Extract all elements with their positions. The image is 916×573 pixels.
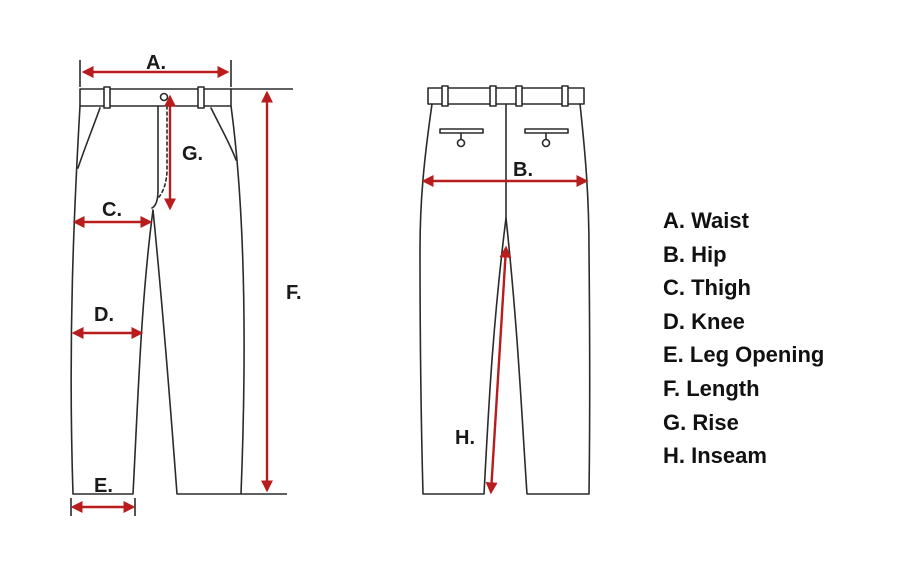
legend-item-rise: G. Rise: [663, 409, 739, 435]
front-pants-drawing: [70, 86, 245, 495]
back-pocket-button: [456, 138, 466, 148]
legend-item-knee: D. Knee: [663, 308, 745, 334]
belt-loop: [489, 85, 497, 107]
front-fly: [151, 105, 159, 209]
legend-item-hip: B. Hip: [663, 241, 727, 267]
hip-label: B.: [513, 159, 533, 181]
back-pocket-button: [541, 138, 551, 148]
front-left-pocket: [77, 107, 101, 169]
legend-item-thigh: C. Thigh: [663, 275, 751, 301]
belt-loop: [515, 85, 523, 107]
length-label: F.: [286, 282, 302, 304]
measurement-legend: A. Waist B. Hip C. Thigh D. Knee E. Leg …: [663, 204, 824, 473]
inseam-label: H.: [455, 427, 475, 449]
belt-loop: [441, 85, 449, 107]
belt-loop: [197, 86, 205, 109]
front-fly-stitch: [158, 105, 168, 198]
front-legs-outline: [70, 105, 245, 495]
knee-label: D.: [94, 304, 114, 326]
belt-loop: [561, 85, 569, 107]
front-waistband: [79, 88, 232, 107]
inseam-arrow: [485, 245, 512, 495]
belt-loop: [103, 86, 111, 109]
front-right-pocket: [210, 107, 237, 161]
back-waistband: [427, 87, 585, 105]
back-legs-outline: [419, 103, 591, 495]
legend-item-length: F. Length: [663, 375, 760, 401]
front-button: [159, 92, 169, 102]
thigh-label: C.: [102, 199, 122, 221]
leg-opening-label: E.: [94, 475, 113, 497]
back-pants-drawing: [419, 85, 591, 495]
rise-label: G.: [182, 143, 203, 165]
legend-item-leg-opening: E. Leg Opening: [663, 342, 825, 368]
waist-label: A.: [146, 52, 166, 74]
legend-item-waist: A. Waist: [663, 208, 749, 233]
legend-item-inseam: H. Inseam: [663, 443, 767, 469]
